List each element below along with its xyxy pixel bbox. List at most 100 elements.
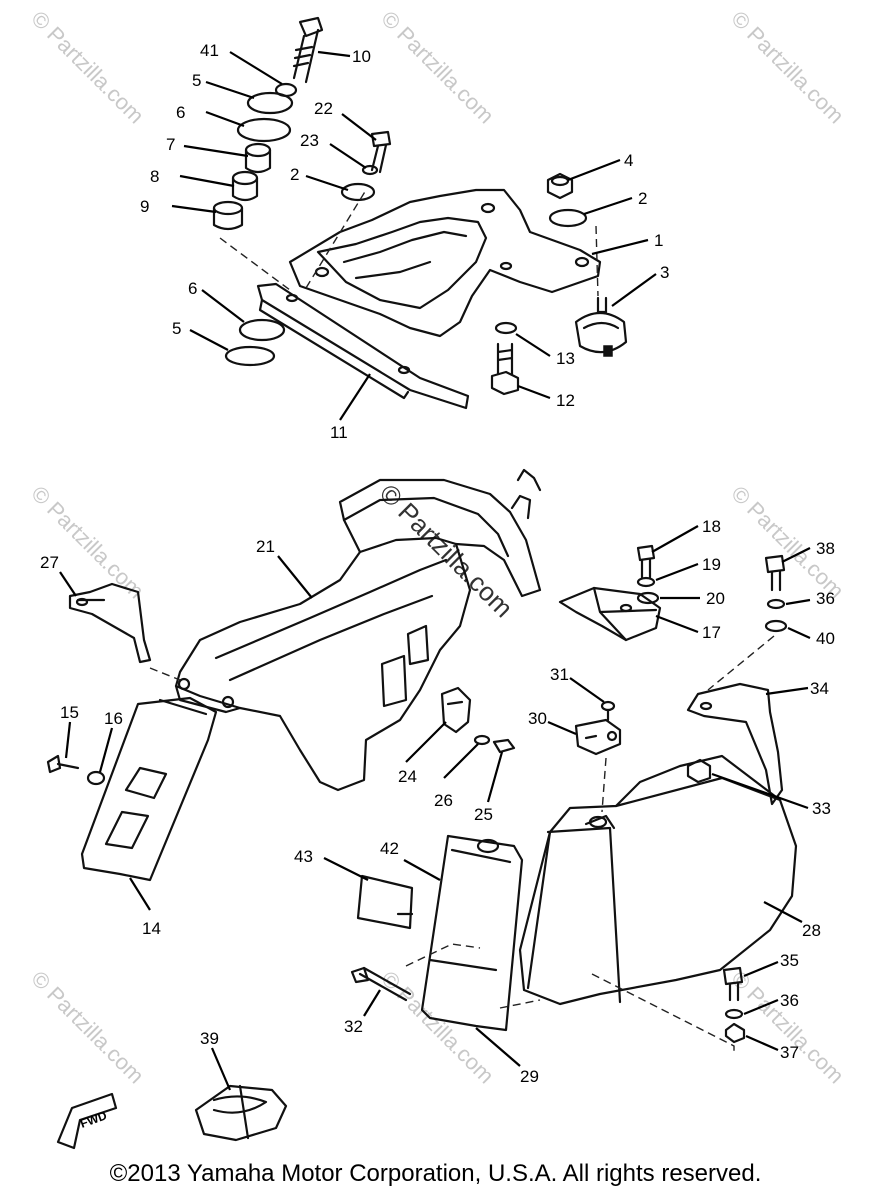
washer-16	[86, 770, 106, 786]
leader-lines	[59, 50, 811, 1091]
bolt-35	[722, 966, 744, 1002]
callout-22: 22	[314, 99, 333, 118]
alignment-lines-bottom	[149, 635, 775, 1052]
nut-37	[724, 1022, 746, 1044]
callout-19: 19	[702, 555, 721, 574]
damper-6-bottom	[238, 318, 286, 342]
rubber-mount-3	[574, 296, 628, 357]
fwd-label: FWD	[78, 1108, 109, 1131]
washer-2-left	[340, 182, 376, 202]
bolt-10	[292, 16, 324, 84]
collar-7	[244, 142, 272, 174]
callout-36: 36	[780, 991, 799, 1010]
callout-4: 4	[624, 151, 633, 170]
lock-washer-19	[636, 576, 656, 588]
collar-8	[231, 170, 259, 202]
watermark: © Partzilla.com	[26, 6, 149, 129]
screw-25	[492, 738, 516, 754]
watermark: © Partzilla.com	[26, 966, 149, 1089]
watermark: © Partzilla.com	[726, 966, 849, 1089]
callout-27: 27	[40, 553, 59, 572]
callout-7: 7	[166, 135, 175, 154]
callout-10: 10	[352, 47, 371, 66]
bolt-38	[764, 554, 786, 592]
lock-washer-36-top	[766, 598, 786, 610]
callout-6: 6	[176, 103, 185, 122]
washer-2-right	[548, 208, 588, 228]
callout-33: 33	[812, 799, 831, 818]
nut-4	[546, 172, 574, 200]
callout-29: 29	[520, 1067, 539, 1086]
callout-14: 14	[142, 919, 161, 938]
callout-31: 31	[550, 665, 569, 684]
alignment-lines-top	[219, 189, 599, 297]
fuse-43	[356, 874, 414, 930]
fwd-arrow-icon: FWD	[56, 1092, 118, 1150]
callout-16: 16	[104, 709, 123, 728]
relay-30	[574, 718, 622, 756]
callout-9: 9	[140, 197, 149, 216]
callout-32: 32	[344, 1017, 363, 1036]
callout-17: 17	[702, 623, 721, 642]
tool-bag-42	[420, 834, 524, 1032]
callout-6: 6	[188, 279, 197, 298]
bolt-12	[490, 342, 520, 396]
callout-25: 25	[474, 805, 493, 824]
callout-30: 30	[528, 709, 547, 728]
washer-13	[494, 321, 518, 335]
callout-34: 34	[810, 679, 829, 698]
frame-21	[174, 468, 542, 792]
bracket-17	[558, 586, 662, 642]
damper-6-top	[236, 117, 292, 143]
callout-15: 15	[60, 703, 79, 722]
washer-23	[361, 164, 379, 176]
callout-26: 26	[434, 791, 453, 810]
watermark: © Partzilla.com	[726, 6, 849, 129]
callout-2: 2	[290, 165, 299, 184]
callout-35: 35	[780, 951, 799, 970]
washer-20	[636, 591, 660, 605]
washer-26	[473, 734, 491, 746]
screw-31	[600, 700, 616, 722]
callout-40: 40	[816, 629, 835, 648]
callout-18: 18	[702, 517, 721, 536]
callout-39: 39	[200, 1029, 219, 1048]
clamp-24	[440, 686, 472, 734]
watermark: © Partzilla.com	[26, 481, 149, 604]
bracket-1	[288, 188, 602, 338]
callout-41: 41	[200, 41, 219, 60]
lock-washer-36-bottom	[724, 1008, 744, 1020]
callout-11: 11	[330, 423, 348, 442]
callout-2: 2	[638, 189, 647, 208]
callout-43: 43	[294, 847, 313, 866]
bolt-18	[636, 544, 656, 580]
callout-8: 8	[150, 167, 159, 186]
stay-11	[256, 282, 470, 410]
guard-14	[80, 696, 218, 882]
callout-12: 12	[556, 391, 575, 410]
nut-33	[686, 758, 712, 784]
callout-1: 1	[654, 231, 663, 250]
bracket-34	[686, 682, 784, 806]
holder-39	[194, 1084, 288, 1142]
callout-38: 38	[816, 539, 835, 558]
washer-40	[764, 619, 788, 633]
washer-5-bottom	[224, 345, 276, 367]
callout-36: 36	[816, 589, 835, 608]
callout-5: 5	[192, 71, 201, 90]
battery-box-28	[518, 754, 798, 1006]
callout-28: 28	[802, 921, 821, 940]
callout-21: 21	[256, 537, 275, 556]
callout-3: 3	[660, 263, 669, 282]
callout-20: 20	[706, 589, 725, 608]
callout-24: 24	[398, 767, 417, 786]
callout-37: 37	[780, 1043, 799, 1062]
callout-labels: 41 10 5 6 7 8 9 22 23 2 4 2 1 3 13 12 6 …	[40, 41, 835, 1086]
callout-23: 23	[300, 131, 319, 150]
bolt-32	[350, 966, 412, 1002]
callout-5: 5	[172, 319, 181, 338]
washer-5-top	[246, 91, 294, 115]
callout-13: 13	[556, 349, 575, 368]
collar-9	[212, 200, 244, 231]
callout-42: 42	[380, 839, 399, 858]
